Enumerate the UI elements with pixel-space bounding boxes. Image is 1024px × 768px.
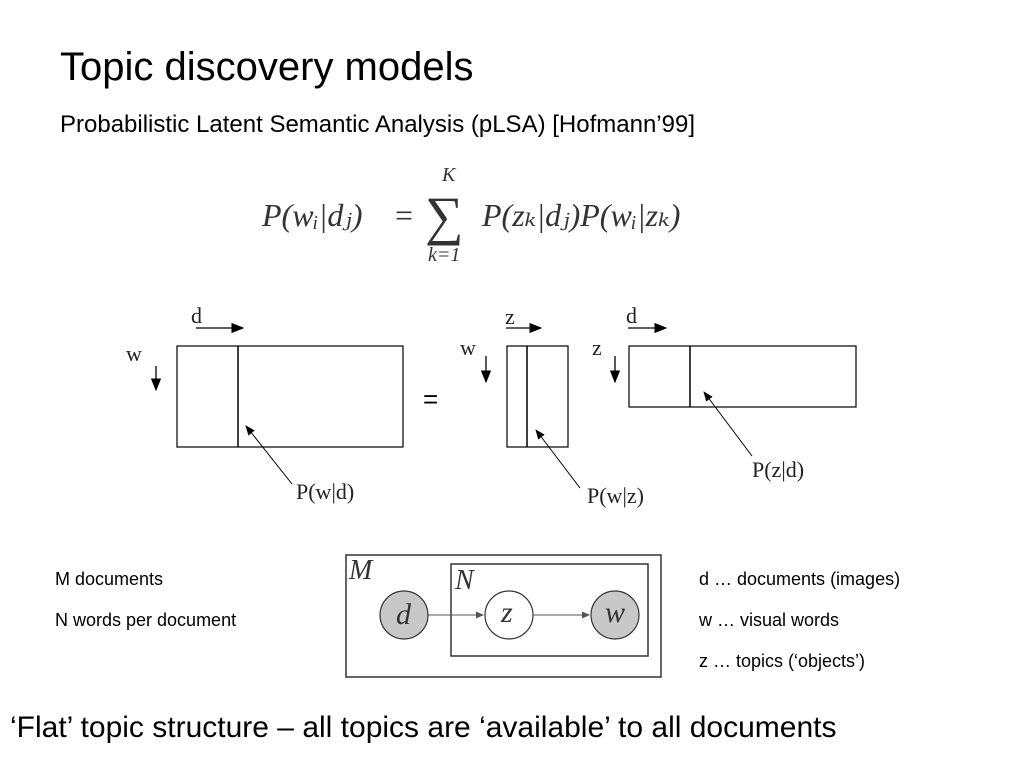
formula-lhs: P(wᵢ|dⱼ) bbox=[262, 197, 363, 233]
formula-rhs: P(zₖ|dⱼ)P(wᵢ|zₖ) bbox=[482, 197, 681, 233]
w-label-2: w bbox=[460, 335, 476, 360]
note-n-words: N words per document bbox=[55, 610, 237, 630]
pwd-pointer bbox=[245, 425, 293, 485]
pzd-pointer bbox=[703, 391, 753, 457]
plate-inner-label: N bbox=[455, 565, 474, 596]
note-z-topics: z … topics (‘objects’) bbox=[699, 651, 866, 671]
note-w-visual-words: w … visual words bbox=[699, 610, 840, 630]
plsa-formula: P(wᵢ|dⱼ) = K ∑ k=1 P(zₖ|dⱼ)P(wᵢ|zₖ) bbox=[262, 160, 732, 270]
formula-equals: = bbox=[395, 197, 414, 233]
pzd-label: P(z|d) bbox=[752, 457, 805, 482]
matrix-equals: = bbox=[423, 384, 439, 414]
pwz-pointer bbox=[535, 429, 581, 489]
d-label-1: d bbox=[191, 303, 202, 328]
note-d-documents: d … documents (images) bbox=[699, 569, 901, 589]
slide-title: Topic discovery models bbox=[60, 45, 474, 89]
node-z-label: z bbox=[501, 596, 513, 629]
pzd-matrix bbox=[628, 345, 857, 408]
d-label-2: d bbox=[626, 303, 637, 328]
formula-sum-upper: K bbox=[442, 164, 456, 186]
w-label-1: w bbox=[126, 341, 142, 366]
node-w-circle bbox=[590, 590, 640, 640]
pwd-matrix bbox=[176, 345, 404, 448]
plate-inner bbox=[450, 563, 649, 657]
formula-sum-symbol: ∑ bbox=[425, 186, 464, 246]
pwd-label: P(w|d) bbox=[296, 479, 355, 504]
z-label-1: z bbox=[505, 304, 515, 329]
plate-outer bbox=[345, 554, 662, 678]
pwz-label: P(w|z) bbox=[587, 483, 644, 508]
slide-subtitle: Probabilistic Latent Semantic Analysis (… bbox=[60, 111, 695, 138]
plate-outer-label: M bbox=[349, 555, 373, 586]
note-m-documents: M documents bbox=[55, 569, 164, 589]
node-w-label: w bbox=[605, 596, 626, 629]
pwz-matrix bbox=[506, 345, 569, 448]
node-d-label: d bbox=[396, 598, 411, 631]
formula-sum-lower: k=1 bbox=[428, 244, 461, 266]
bottom-statement: ‘Flat’ topic structure – all topics are … bbox=[10, 711, 837, 744]
z-label-2: z bbox=[592, 335, 602, 360]
